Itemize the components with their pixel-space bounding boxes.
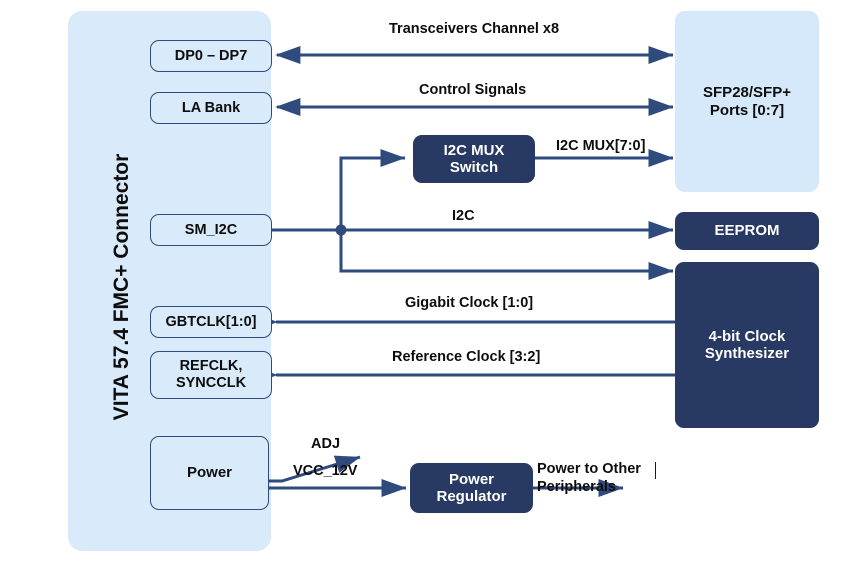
wire-sm-i2c-to-mux <box>339 149 406 230</box>
pin-box-power[interactable]: Power <box>150 436 269 510</box>
wire-label-i2c-mux-out: I2C MUX[7:0] <box>556 138 646 154</box>
wire-junction-dot <box>335 224 347 236</box>
wire-label-control-signals: Control Signals <box>419 82 527 98</box>
pin-box-dp0-dp7[interactable]: DP0 – DP7 <box>150 40 272 72</box>
wire-label-transceivers: Transceivers Channel x8 <box>389 21 560 37</box>
pin-box-la-bank[interactable]: LA Bank <box>150 92 272 124</box>
wire-label-i2c: I2C <box>452 208 475 224</box>
block-clock-synthesizer[interactable]: 4-bit Clock Synthesizer <box>675 262 819 428</box>
wire-label-gigabit-clock: Gigabit Clock [1:0] <box>405 295 534 311</box>
block-i2c-mux-switch[interactable]: I2C MUX Switch <box>413 135 535 183</box>
text-cursor-caret <box>655 462 656 479</box>
pin-box-refclk-syncclk[interactable]: REFCLK, SYNCCLK <box>150 351 272 399</box>
pin-box-sm-i2c[interactable]: SM_I2C <box>150 214 272 246</box>
wire-label-power-out: Power to Other Peripherals <box>537 460 642 496</box>
block-sfp28-sfp-plus-ports[interactable]: SFP28/SFP+ Ports [0:7] <box>675 11 819 192</box>
block-power-regulator[interactable]: Power Regulator <box>410 463 533 513</box>
wire-label-reference-clock: Reference Clock [3:2] <box>392 349 541 365</box>
block-eeprom[interactable]: EEPROM <box>675 212 819 250</box>
wire-label-vcc-12v: VCC_12V <box>293 463 358 479</box>
wire-label-adj: ADJ <box>311 436 341 452</box>
wire-sm-i2c-to-clock <box>339 230 674 281</box>
pin-box-gbtclk[interactable]: GBTCLK[1:0] <box>150 306 272 338</box>
fmc-connector-label: VITA 57.4 FMC+ Connector <box>110 153 133 421</box>
wire-label-power-out-text: Power to Other Peripherals <box>537 461 641 496</box>
